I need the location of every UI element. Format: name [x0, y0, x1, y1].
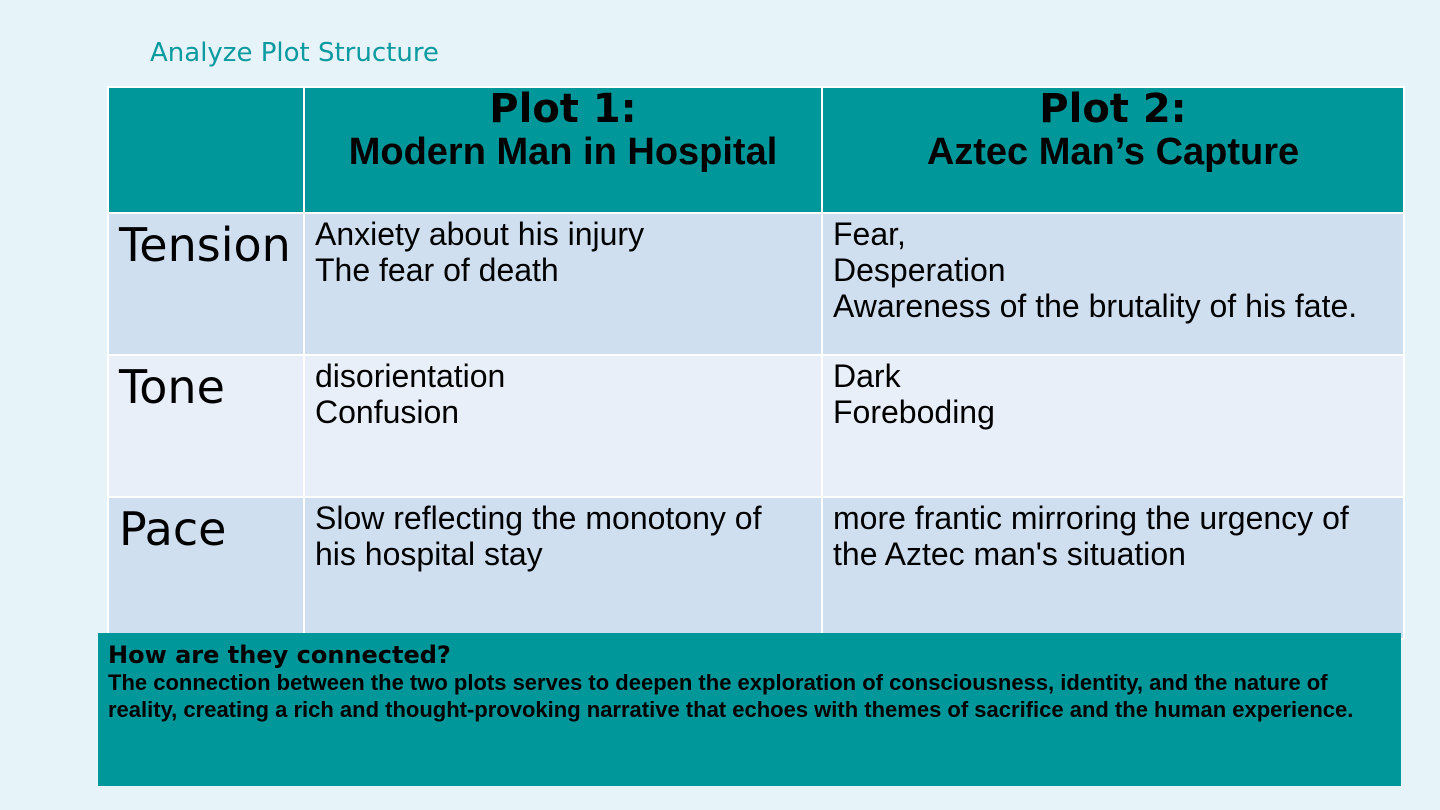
cell-line: Confusion — [315, 394, 460, 430]
connection-box: How are they connected? The connection b… — [98, 633, 1401, 786]
table-row-tone: Tone disorientation Confusion Dark Foreb… — [107, 354, 1405, 498]
cell-line: Fear, — [833, 216, 906, 252]
row-label-tone: Tone — [107, 354, 305, 498]
connection-body: The connection between the two plots ser… — [108, 670, 1354, 722]
connection-heading: How are they connected? — [108, 641, 451, 669]
cell-line: The fear of death — [315, 252, 559, 288]
cell-line: Awareness of the brutality of his fate. — [833, 288, 1358, 324]
plot-comparison-table: Plot 1: Modern Man in Hospital Plot 2: A… — [107, 86, 1405, 640]
cell-line: Slow reflecting the monotony of his hosp… — [315, 500, 762, 572]
cell-line: disorientation — [315, 358, 506, 394]
plot1-title: Plot 1: — [489, 86, 637, 132]
cell-line: more frantic mirroring the urgency of th… — [833, 500, 1349, 572]
tone-plot2-cell: Dark Foreboding — [821, 354, 1405, 498]
pace-plot2-cell: more frantic mirroring the urgency of th… — [821, 496, 1405, 640]
row-label-tension: Tension — [107, 212, 305, 356]
table-row-tension: Tension Anxiety about his injury The fea… — [107, 212, 1405, 356]
header-corner-cell — [107, 86, 305, 214]
header-plot2-cell: Plot 2: Aztec Man’s Capture — [821, 86, 1405, 214]
pace-plot1-cell: Slow reflecting the monotony of his hosp… — [303, 496, 823, 640]
slide-title: Analyze Plot Structure — [150, 38, 439, 68]
row-label-pace: Pace — [107, 496, 305, 640]
cell-line: Desperation — [833, 252, 1006, 288]
tension-plot1-cell: Anxiety about his injury The fear of dea… — [303, 212, 823, 356]
tone-plot1-cell: disorientation Confusion — [303, 354, 823, 498]
table-header-row: Plot 1: Modern Man in Hospital Plot 2: A… — [107, 86, 1405, 214]
plot2-title: Plot 2: — [1039, 86, 1187, 132]
cell-line: Foreboding — [833, 394, 995, 430]
cell-line: Anxiety about his injury — [315, 216, 645, 252]
header-plot1-cell: Plot 1: Modern Man in Hospital — [303, 86, 823, 214]
plot2-subtitle: Aztec Man’s Capture — [926, 131, 1300, 173]
cell-line: Dark — [833, 358, 901, 394]
plot1-subtitle: Modern Man in Hospital — [348, 131, 778, 173]
table-row-pace: Pace Slow reflecting the monotony of his… — [107, 496, 1405, 640]
tension-plot2-cell: Fear, Desperation Awareness of the bruta… — [821, 212, 1405, 356]
